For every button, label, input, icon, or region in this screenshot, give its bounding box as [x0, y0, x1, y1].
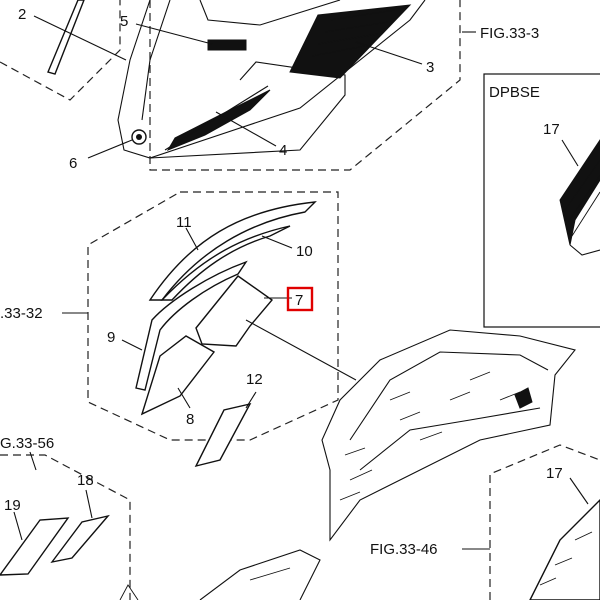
figref-bottom-left[interactable]: G.33-56: [0, 435, 54, 452]
part-5-emblem: [207, 39, 247, 51]
part-11-stripe: [148, 201, 317, 301]
callout-5: 5: [120, 13, 128, 30]
part-10-stripe: [160, 225, 291, 301]
part-17-inset-edge: [569, 244, 600, 256]
figref-bottom-right[interactable]: FIG.33-46: [370, 541, 438, 558]
part-6-bolt-center: [136, 134, 142, 140]
callout-17-bottom: 17: [546, 465, 563, 482]
part-2-stripe: [47, 0, 85, 75]
part-4-edge: [164, 85, 269, 151]
callout-2: 2: [18, 6, 26, 23]
leader-7b: [245, 319, 357, 381]
callout-3: 3: [426, 59, 434, 76]
group-outline-top-left: [0, 0, 121, 101]
part-17-bottom-hatch: [539, 531, 593, 586]
callout-12: 12: [246, 371, 263, 388]
leader-19: [13, 511, 23, 541]
group-outline-bottom-left: [0, 454, 131, 600]
body-panel-outline: [321, 329, 576, 542]
body-panel-inner: [349, 351, 549, 471]
highlight-callout-7: [286, 286, 314, 312]
leader-4: [215, 111, 277, 147]
part-3-decal: [289, 4, 412, 79]
dpbse-title: DPBSE: [489, 84, 540, 101]
part-3-decal-lines: [311, 9, 396, 57]
part-7-panel: [195, 275, 274, 347]
callout-9: 9: [107, 329, 115, 346]
part-17-inset-lines: [564, 159, 600, 237]
part-12-strip: [194, 402, 252, 468]
callout-11: 11: [176, 214, 192, 231]
group-outline-top-center: [149, 0, 461, 171]
leader-11: [185, 227, 199, 251]
part-9-stripe: [135, 260, 248, 391]
hood-edge: [149, 61, 346, 159]
part-8-stripe: [140, 335, 216, 416]
hull-fragment-bottom: [199, 549, 321, 600]
body-panel-hatch: [339, 371, 521, 501]
leader-12: [245, 391, 257, 409]
leader-5: [135, 23, 213, 45]
callout-10: 10: [296, 243, 313, 260]
leader-10: [261, 235, 293, 249]
part-4-decal: [166, 89, 271, 152]
callout-8: 8: [186, 411, 194, 428]
hull-fragment-bottom-detail: [119, 567, 291, 600]
callout-17-inset: 17: [543, 121, 560, 138]
leader-2: [33, 15, 127, 61]
leader-17a: [561, 139, 579, 167]
leader-18: [85, 489, 93, 519]
callout-4: 4: [279, 142, 287, 159]
part-17-inset: [559, 139, 600, 246]
dpbse-box: [483, 73, 600, 328]
callout-19: 19: [4, 497, 21, 514]
hood-inner: [141, 0, 341, 121]
body-panel-emblem: [514, 387, 533, 409]
figref-top-right[interactable]: FIG.33-3: [480, 25, 539, 42]
leader-8: [177, 387, 191, 409]
callout-6: 6: [69, 155, 77, 172]
group-outline-bottom-right: [489, 444, 600, 600]
leader-6: [87, 139, 133, 159]
hood-outline: [117, 0, 426, 159]
callout-7[interactable]: 7: [295, 292, 303, 309]
leader-figref-bottom-left: [29, 451, 37, 471]
callout-18: 18: [77, 472, 94, 489]
figref-left-group[interactable]: .33-32: [0, 305, 43, 322]
leader-3: [355, 41, 423, 65]
leader-17b: [569, 477, 589, 505]
part-19-strip: [0, 517, 70, 576]
part-18-strip: [50, 514, 110, 564]
part-17-bottom: [529, 499, 600, 600]
leader-9: [121, 339, 143, 351]
